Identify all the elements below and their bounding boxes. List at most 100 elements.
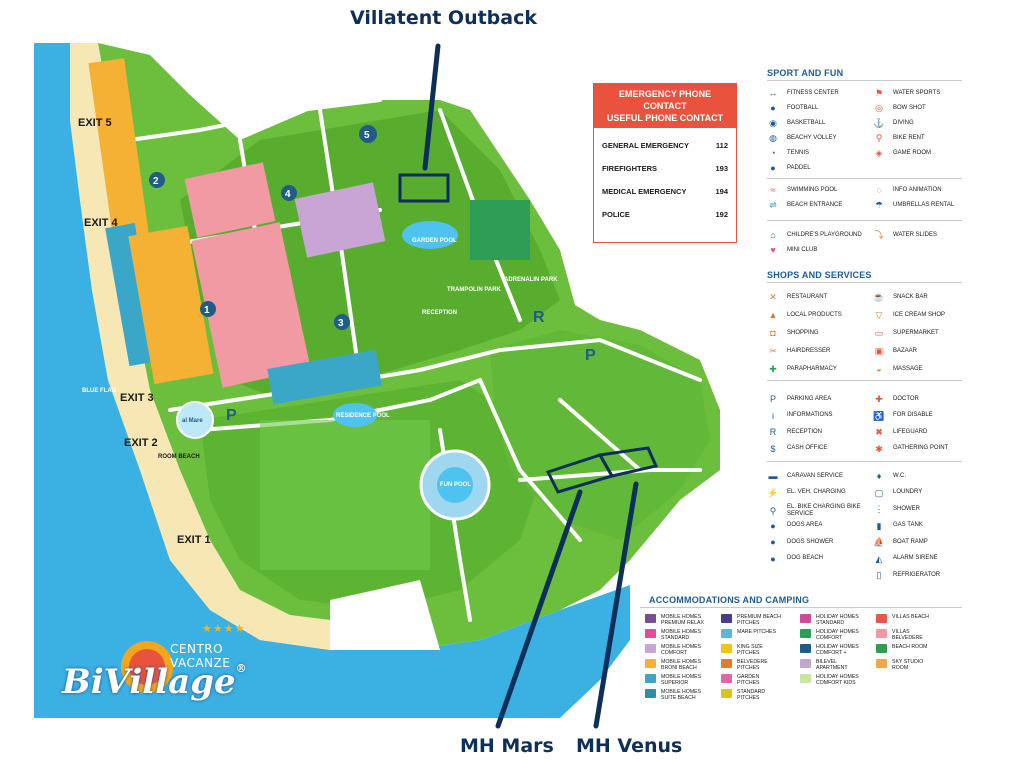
accommodation-swatch	[800, 644, 811, 653]
accommodation-label: MOBILE HOMES BRONI BEACH	[661, 659, 702, 671]
accommodation-label: BELVEDERE PITCHES	[737, 659, 768, 671]
mh-frames	[545, 446, 659, 494]
accommodation-label: HOLIDAY HOMES COMFORT KIDS	[816, 674, 859, 686]
bivillage-logo: ★★★★ CENTRO VACANZE BiVillage®	[52, 622, 272, 712]
exit-1-label: EXIT 1	[177, 534, 211, 546]
blue-flag-label: BLUE FLAG	[82, 388, 117, 394]
useful-contact-title: USEFUL PHONE CONTACT	[606, 113, 724, 123]
exit-4-label: EXIT 4	[84, 217, 118, 229]
legend-item: ▭SUPERMARKET	[873, 328, 939, 338]
logo-registered: ®	[235, 662, 247, 675]
legend-item-label: INFORMATIONS	[787, 412, 833, 418]
svg-text:P: P	[585, 347, 596, 364]
legend-item: ●DOG BEACH	[767, 554, 823, 564]
accommodation-swatch	[800, 659, 811, 668]
legend-item-label: DOG BEACH	[787, 555, 824, 561]
siren-icon: ◭	[875, 553, 883, 564]
emergency-contacts-box: EMERGENCY PHONE CONTACT USEFUL PHONE CON…	[593, 83, 737, 243]
wc-icon: ♦	[876, 471, 882, 481]
legend-item-label: W.C.	[893, 472, 906, 479]
accommodation-legend-item: PREMIUM BEACH PITCHES	[721, 614, 783, 626]
gathering-icon: ✱	[875, 443, 883, 454]
accommodation-label: BILEVEL APARTMENT	[816, 659, 848, 671]
emergency-row-label: GENERAL EMERGENCY	[602, 141, 689, 150]
accommodation-label: HOLIDAY HOMES COMFORT	[816, 629, 859, 641]
shopping-icon: ◘	[770, 328, 776, 338]
accommodation-label: MOBILE HOMES SUPERIOR	[661, 674, 702, 686]
legend-item: ⚑WATER SPORTS	[873, 88, 940, 98]
accommodation-swatch	[721, 614, 732, 623]
legend-item: ⋮SHOWER	[873, 504, 921, 514]
accommodation-legend-item: GARDEN PITCHES	[721, 674, 783, 686]
caravan-icon: ▬	[768, 471, 778, 481]
accommodations-title: ACCOMMODATIONS AND CAMPING	[649, 595, 810, 605]
al-mare-pool-shape	[176, 401, 214, 439]
snack-icon: ☕	[873, 292, 885, 302]
service-markers: P P R	[226, 309, 596, 424]
miniclub-icon: ♥	[770, 245, 776, 255]
accommodation-legend-item: BEACH ROOM	[876, 644, 927, 653]
gas-icon: ▮	[876, 520, 882, 531]
legend-item: ✱ GATHERING POINT	[873, 444, 948, 454]
accommodation-legend-item: HOLIDAY HOMES COMFORT	[800, 629, 862, 641]
legend-item-label: MINI CLUB	[787, 246, 818, 253]
exit-5-label: EXIT 5	[78, 117, 112, 129]
legend-item: ◎BOW SHOT	[873, 103, 926, 113]
legend-item-label: DOGS AREA	[787, 522, 823, 528]
laundry-icon: ▢	[874, 487, 884, 498]
legend-item: ▮GAS TANK	[873, 521, 923, 531]
accommodation-swatch	[645, 659, 656, 668]
legend-item-label: ICE CREAM SHOP	[893, 311, 946, 318]
legend-item-label: SWIMMING POOL	[787, 186, 838, 193]
legend-item: ♿FOR DISABLE	[873, 411, 932, 421]
legend-item-label: LIFEGUARD	[893, 428, 928, 435]
legend-item: ☕SNACK BAR	[873, 292, 927, 302]
legend-item: ▢ LOUNDRY	[873, 487, 923, 498]
legend-divider	[767, 178, 962, 179]
accommodation-label: MOBILE HOMES PREMIUM RELAX	[661, 614, 704, 626]
legend-item: ✂HAIRDRESSER	[767, 346, 830, 356]
shower-icon: ⋮	[874, 504, 884, 514]
logo-brand-text: BiVillage	[62, 662, 236, 702]
legend-item-label: BIKE RENT	[893, 134, 925, 141]
accommodation-label: MOBILE HOMES SUITE BEACH	[661, 689, 702, 701]
legend-item-label: PADDEL	[787, 164, 811, 171]
legend-divider	[767, 380, 962, 381]
logo-sun-icon	[121, 641, 173, 693]
basketball-icon: ◉	[769, 118, 777, 128]
football-icon: ●	[770, 103, 776, 113]
legend-item: ▽ICE CREAM SHOP	[873, 310, 945, 320]
svg-text:2: 2	[153, 176, 159, 187]
trampolin-park-label: TRAMPOLIN PARK	[447, 287, 501, 293]
legend-item: ◘SHOPPING	[767, 328, 818, 338]
emergency-row-label: MEDICAL EMERGENCY	[602, 187, 687, 196]
legend-item-label: FITNESS CENTER	[787, 89, 839, 96]
legend-item-label: FOOTBALL	[787, 104, 819, 111]
emergency-header: EMERGENCY PHONE CONTACT USEFUL PHONE CON…	[594, 84, 736, 128]
legend-item-label: RECEPTION	[787, 428, 823, 435]
legend-item-label: BOAT RAMP	[893, 538, 928, 545]
legend-item: ▣BAZAAR	[873, 346, 917, 356]
legend-item-label: GATHERING POINT	[893, 445, 949, 451]
legend-item: ✚DOCTOR	[873, 394, 919, 404]
legend-item-label: LOUNDRY	[893, 489, 923, 495]
accommodation-swatch	[721, 689, 732, 698]
accommodation-legend-item: MOBILE HOMES SUPERIOR	[645, 674, 707, 686]
legend-item-label: BASKETBALL	[787, 119, 826, 126]
pitch-blocks	[88, 58, 530, 570]
legend-item: ⚓DIVING	[873, 118, 913, 128]
callout-lines	[422, 43, 639, 729]
legend-item-label: RESTAURANT	[787, 293, 828, 300]
legend-item: ⤵WATER SLIDES	[873, 230, 937, 240]
legend-item: ⌂CHILDRE'S PLAYGROUND	[767, 230, 861, 240]
accommodation-legend-item: BILEVEL APARTMENT	[800, 659, 862, 671]
sea-area	[34, 43, 630, 718]
legend-item-label: LOCAL PRODUCTS	[787, 311, 842, 318]
parking-icon: P	[769, 394, 776, 404]
legend-item: ⇌BEACH ENTRANCE	[767, 200, 842, 210]
legend-item-label: TENNIS	[787, 149, 810, 156]
